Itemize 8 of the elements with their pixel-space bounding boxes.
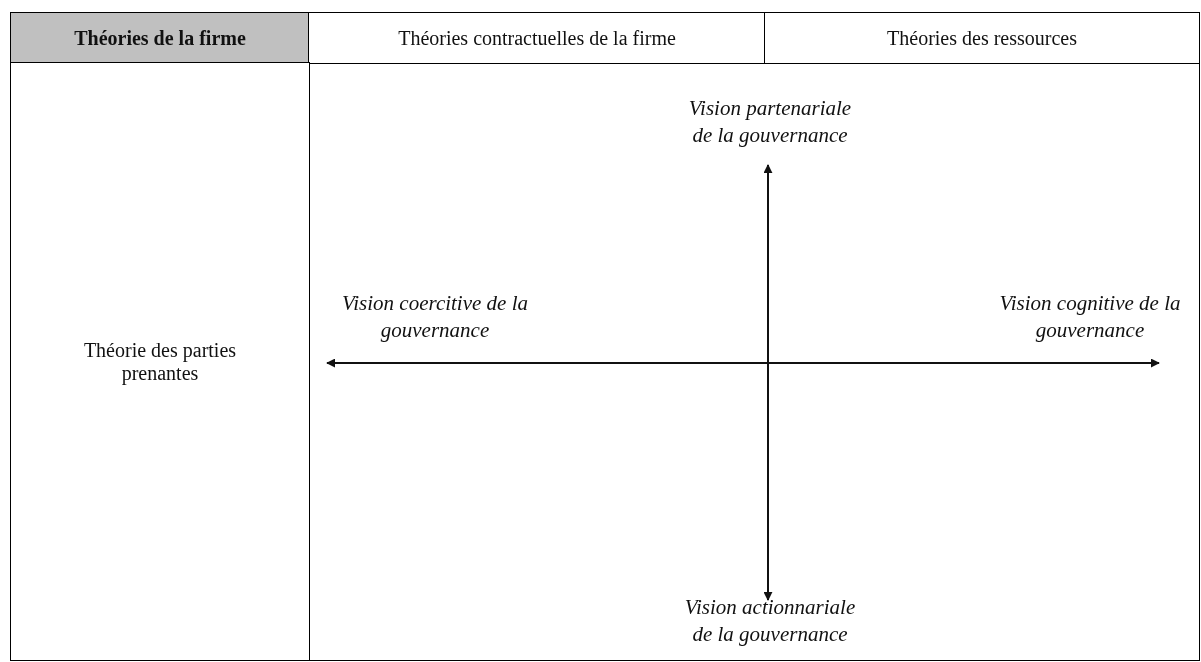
table-header-cell: Théories des ressources (764, 12, 1200, 64)
table-header-cell: Théories de la firme (10, 12, 310, 64)
table-row-header-cell: Théorie des parties prenantes (10, 62, 310, 661)
axis-pole-label: Vision coercitive de la gouvernance (341, 290, 529, 344)
axis-pole-label: Vision actionnariale de la gouvernance (683, 594, 857, 648)
axis-pole-label: Vision cognitive de la gouvernance (998, 290, 1182, 344)
table-header-cell: Théories contractuelles de la firme (308, 12, 766, 64)
axis-pole-label: Vision partenariale de la gouvernance (687, 95, 853, 149)
